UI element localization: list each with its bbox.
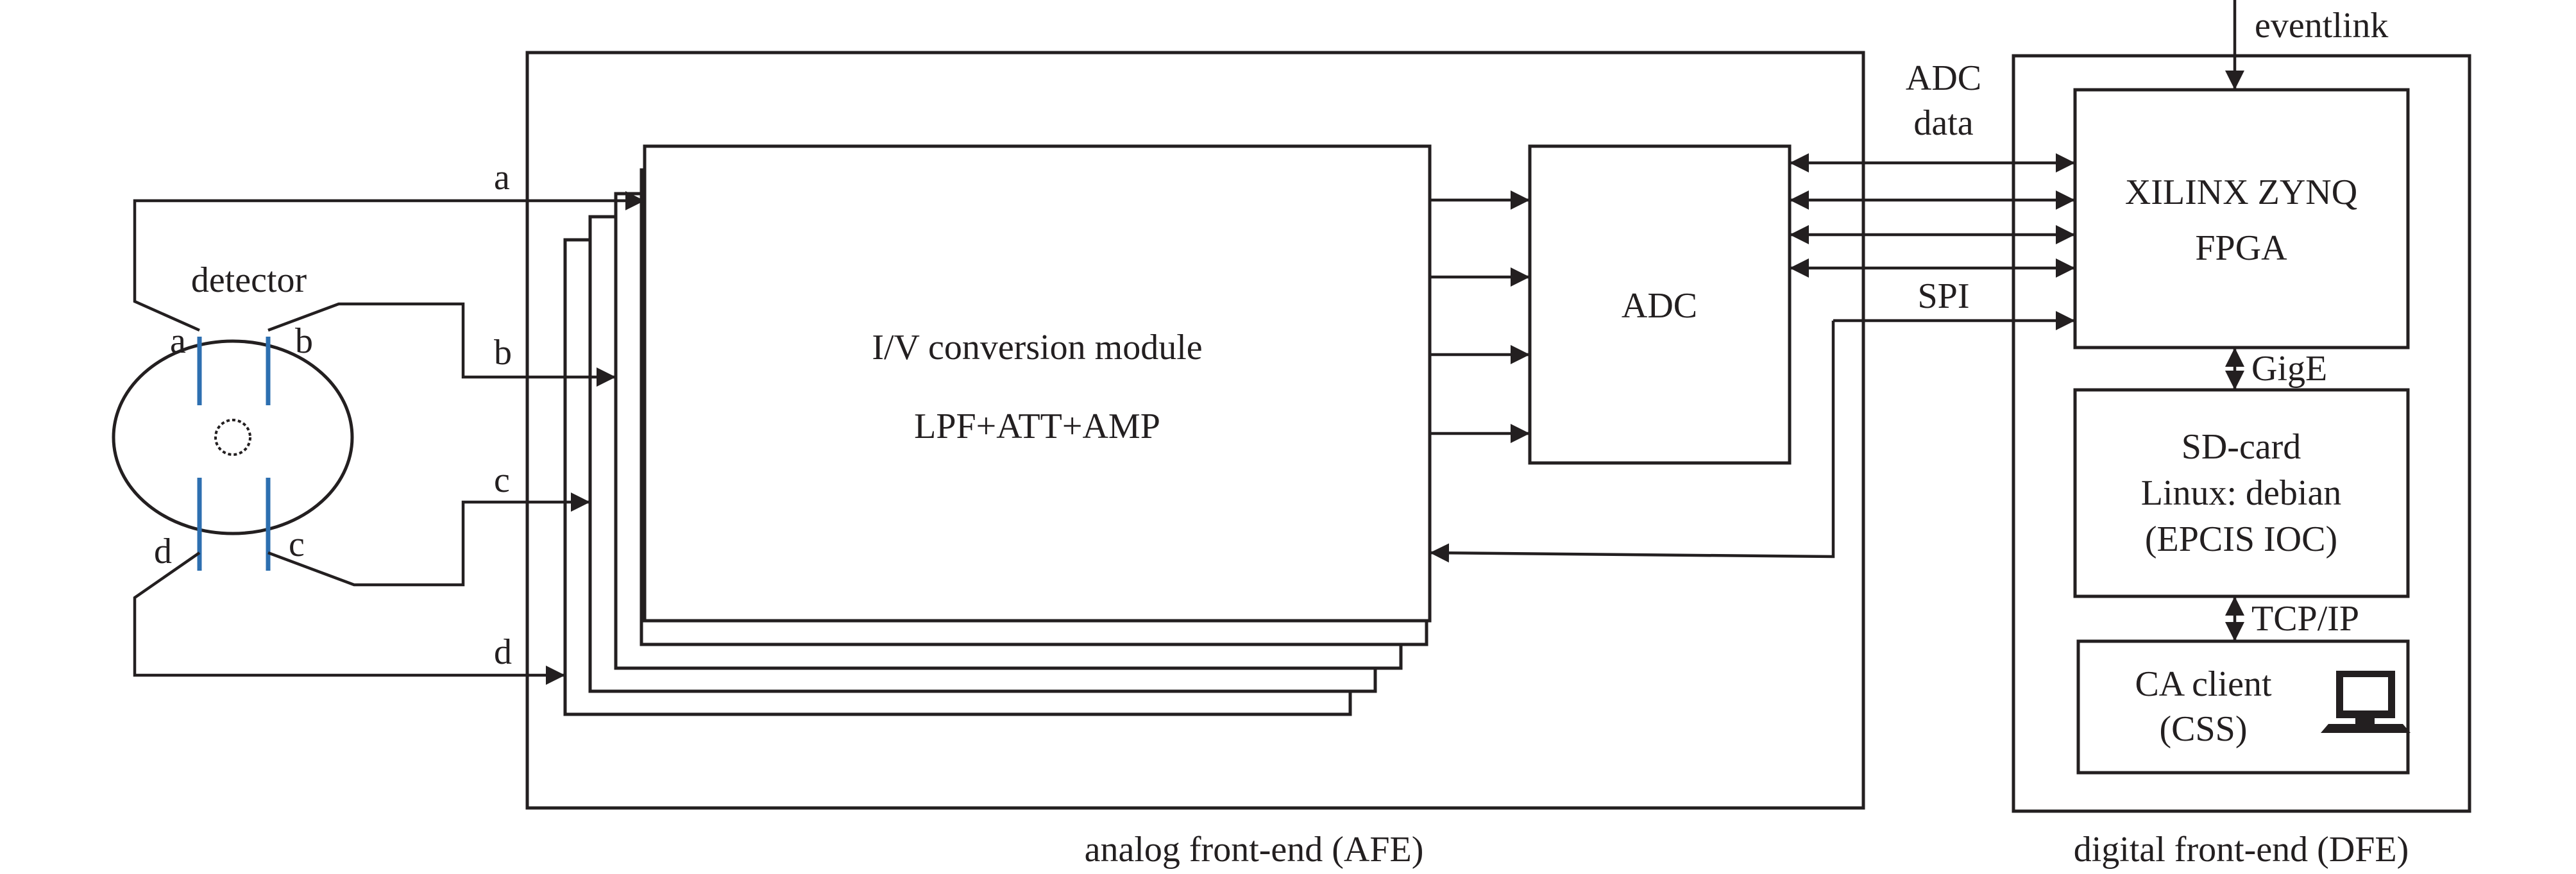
- sd-label-line2: Linux: debian: [2141, 473, 2342, 513]
- fpga-label-line1: XILINX ZYNQ: [2125, 172, 2357, 212]
- computer-icon: [2321, 671, 2411, 733]
- iv-module-title: I/V conversion module: [872, 328, 1202, 367]
- electrode-c-label: c: [289, 525, 305, 564]
- eventlink-label: eventlink: [2255, 6, 2388, 46]
- signal-c-lead: [267, 492, 590, 587]
- ca-label-line2: (CSS): [2160, 709, 2248, 749]
- signal-b-lead: [267, 302, 616, 387]
- electrode-b-label: b: [295, 321, 313, 361]
- afe-caption: analog front-end (AFE): [1085, 830, 1424, 870]
- sd-label-line3: (EPCIS IOC): [2145, 519, 2337, 559]
- adc-data-label-line1: ADC: [1906, 58, 1981, 98]
- adc-block: [1528, 144, 1792, 465]
- adc-data-label-line2: data: [1913, 103, 1973, 143]
- signal-c-label: c: [494, 460, 510, 500]
- beam-icon: [214, 419, 251, 456]
- electrode-a-label: a: [170, 321, 186, 361]
- detector-title: detector: [191, 260, 307, 300]
- gige-label: GigE: [2251, 349, 2327, 389]
- signal-d-lead: [133, 551, 565, 685]
- electrode-d-label: d: [154, 532, 172, 571]
- ca-label-line1: CA client: [2135, 664, 2272, 704]
- signal-a-lead: [133, 191, 645, 332]
- fpga-label-line2: FPGA: [2195, 228, 2287, 268]
- tcpip-label: TCP/IP: [2251, 599, 2359, 639]
- spi-label: SPI: [1918, 276, 1970, 316]
- sd-card-block: [2073, 388, 2410, 598]
- detector-vessel: [112, 339, 354, 535]
- spi-link-to-module: [1429, 321, 1835, 563]
- dfe-caption: digital front-end (DFE): [2074, 830, 2409, 870]
- signal-b-label: b: [494, 333, 512, 373]
- signal-d-label: d: [494, 632, 512, 672]
- iv-module-front: [643, 144, 1432, 623]
- iv-module-subtitle: LPF+ATT+AMP: [914, 407, 1160, 446]
- fpga-block: [2073, 88, 2410, 349]
- signal-a-label: a: [494, 158, 510, 197]
- adc-label: ADC: [1622, 286, 1697, 326]
- sd-label-line1: SD-card: [2182, 427, 2301, 467]
